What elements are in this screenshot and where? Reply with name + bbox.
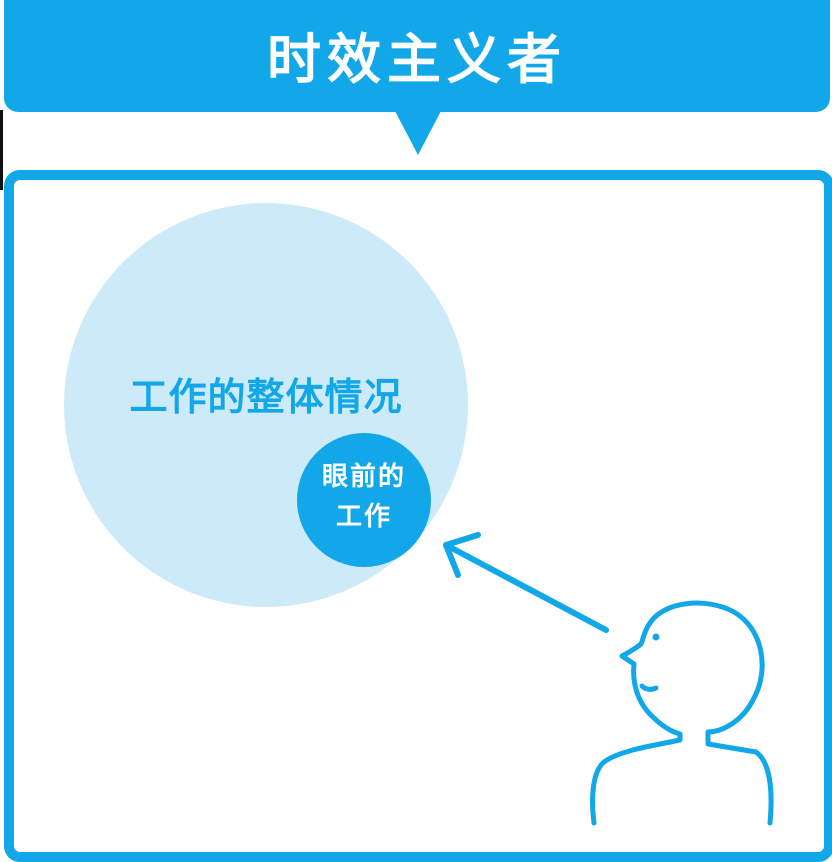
page-title: 时效主义者 [267, 27, 567, 91]
whole-work-label: 工作的整体情况 [129, 375, 403, 419]
current-task-label: 眼前的 工作 [297, 457, 431, 537]
current-task-label-line2: 工作 [335, 502, 392, 532]
current-task-circle [297, 433, 431, 567]
current-task-label-line1: 眼前的 [321, 462, 406, 492]
left-edge-line [0, 110, 3, 190]
title-banner: 时效主义者 [4, 0, 830, 112]
banner-pointer [395, 111, 441, 155]
